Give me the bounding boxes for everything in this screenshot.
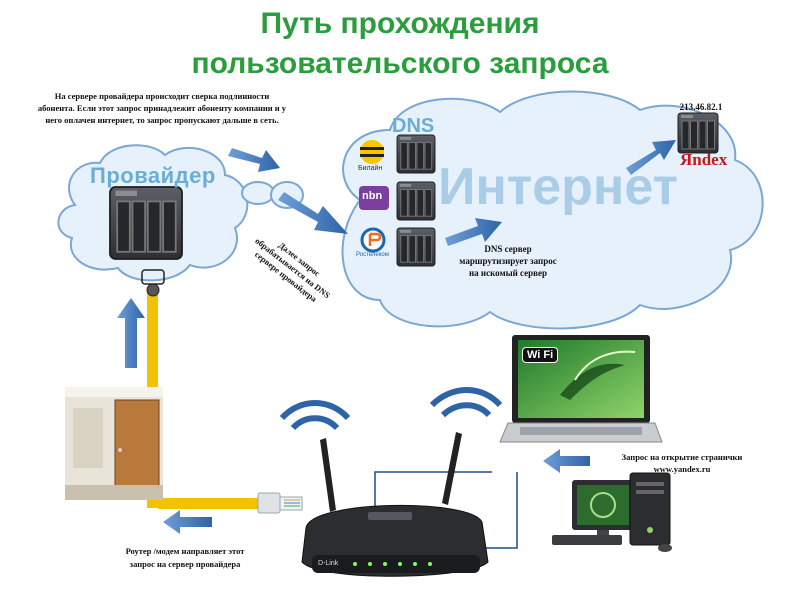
arrow-left-router xyxy=(163,510,212,534)
dns-server-icon-3 xyxy=(396,227,436,267)
room-door-image xyxy=(65,387,163,500)
internet-label: Интернет xyxy=(438,158,679,216)
dns-route-note-line1: DNS сервер xyxy=(484,244,532,254)
arrow-dns-to-internet xyxy=(445,218,502,246)
dns-cloud-label: DNS xyxy=(392,115,435,137)
yandex-logo: Яndex xyxy=(680,150,728,169)
user-request-note-line1: Запрос на открытие странички xyxy=(621,452,743,462)
dns-route-note-line3: на искомый сервер xyxy=(468,268,548,278)
provider-server-icon xyxy=(109,186,183,260)
user-request-note-line2: www.yandex.ru xyxy=(653,464,711,474)
diagram-title-line2: пользовательского запроса xyxy=(191,47,609,80)
wifi-router-icon xyxy=(279,387,503,577)
cable-socket-icon xyxy=(146,283,160,297)
router-note-line1: Роутер /модем направляет этот xyxy=(125,546,245,556)
router-note: Роутер /модем направляет этот запрос на … xyxy=(100,545,270,571)
arrow-note-to-dns xyxy=(228,148,280,172)
desktop-computer-icon xyxy=(552,472,672,552)
arrow-provider-to-dns xyxy=(278,192,348,234)
provider-check-note: На сервере провайдера происходит сверка … xyxy=(37,91,287,125)
arrow-to-yandex xyxy=(626,140,676,175)
rostelecom-logo-icon xyxy=(360,227,386,253)
arrow-left-user xyxy=(543,449,590,473)
user-request-note: Запрос на открытие странички www.yandex.… xyxy=(594,451,770,475)
wifi-badge: Wi Fi xyxy=(522,347,559,363)
dns-server-icon-2 xyxy=(396,181,436,221)
ethernet-connector-icon xyxy=(257,492,303,514)
beeline-logo-icon xyxy=(360,140,384,164)
diagram-title-line1: Путь прохождения xyxy=(260,7,540,40)
nbn-logo-text: nbn xyxy=(362,190,383,202)
yellow-cables xyxy=(147,293,258,509)
yandex-server-icon xyxy=(677,112,719,154)
dns-route-note-line2: маршрутизирует запрос xyxy=(459,256,557,266)
router-note-line2: запрос на сервер провайдера xyxy=(129,559,241,569)
dns-route-note: DNS сервер маршрутизирует запрос на иско… xyxy=(440,243,576,279)
dns-server-icon-1 xyxy=(396,134,436,174)
router-brand: D-Link xyxy=(318,560,339,567)
nbn-logo-icon xyxy=(359,186,389,210)
beeline-logo-text: Билайн xyxy=(358,165,383,172)
arrow-up-to-provider xyxy=(117,298,145,368)
yandex-ip-address: 213.46.82.1 xyxy=(679,102,723,112)
rostelecom-logo-text: Ростелеком xyxy=(356,252,389,258)
provider-cloud-label: Провайдер xyxy=(90,163,216,188)
